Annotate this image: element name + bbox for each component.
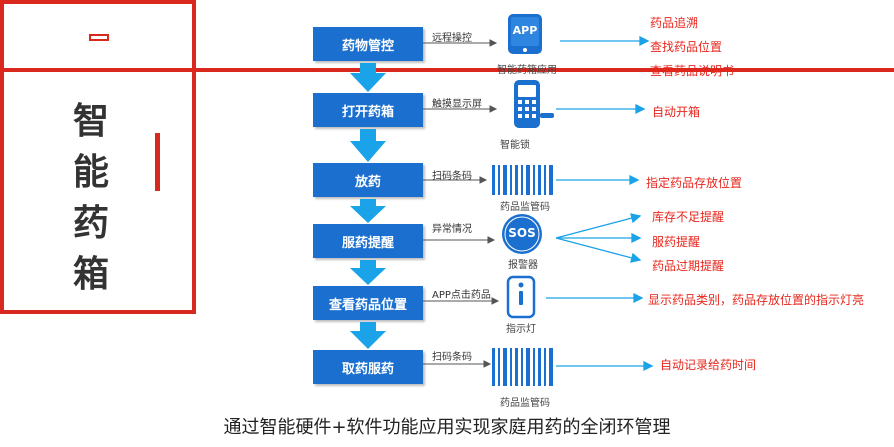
device-label-6: 药品监管码 [500,398,550,409]
device-label-5: 指示灯 [506,324,536,335]
result-4c: 药品过期提醒 [652,259,725,273]
device-label-2: 智能锁 [500,140,530,151]
device-label-1: 智能药箱应用 [497,65,557,76]
down-arrow-5 [350,322,386,349]
down-arrow-1 [350,63,386,92]
smart-lock-icon [514,80,554,128]
device-label-3: 药品监管码 [500,202,550,213]
cabinet-door-handle [155,133,160,191]
down-arrow-3 [350,199,386,223]
result-4b: 服药提醒 [652,235,701,249]
sos-icon-text: SOS [508,226,536,240]
action-label-5: APP点击药品 [432,290,491,301]
device-label-4: 报警器 [508,260,538,271]
indicator-light-icon [506,275,536,319]
step-box-4: 服药提醒 [313,224,423,258]
step-box-2: 打开药箱 [313,93,423,127]
action-label-4: 异常情况 [432,224,472,235]
result-6a: 自动记录给药时间 [660,358,757,372]
barcode-icon-2 [492,348,553,386]
sos-alarm-icon [502,214,542,254]
down-arrow-2 [350,129,386,162]
step-box-5: 查看药品位置 [313,286,423,320]
step-box-3: 放药 [313,163,423,197]
step-box-6: 取药服药 [313,350,423,384]
result-3a: 指定药品存放位置 [646,176,743,190]
cabinet-top-handle [89,34,109,41]
action-label-6: 扫码条码 [432,352,472,363]
action-label-3: 扫码条码 [432,171,472,182]
app-icon [508,14,542,54]
result-2a: 自动开箱 [652,105,701,119]
result-arrow-4b [555,217,633,239]
action-label-1: 远程操控 [432,33,472,44]
step-box-1: 药物管控 [313,27,423,61]
medicine-cabinet: 智能药箱 [0,0,894,314]
result-5a: 显示药品类别，药品存放位置的指示灯亮 [648,293,865,307]
cabinet-divider [0,68,894,72]
result-1b: 查找药品位置 [650,40,723,54]
caption: 通过智能硬件+软件功能应用实现家庭用药的全闭环管理 [223,417,671,438]
barcode-icon-1 [492,165,553,195]
result-4a: 库存不足提醒 [652,210,725,224]
action-label-2: 触摸显示屏 [432,99,482,110]
cabinet-title: 智能药箱 [72,101,109,295]
result-1c: 查看药品说明书 [650,64,735,78]
down-arrow-4 [350,260,386,285]
app-icon-text: APP [512,24,538,37]
result-arrow-4c [555,237,633,259]
result-1a: 药品追溯 [650,16,699,30]
